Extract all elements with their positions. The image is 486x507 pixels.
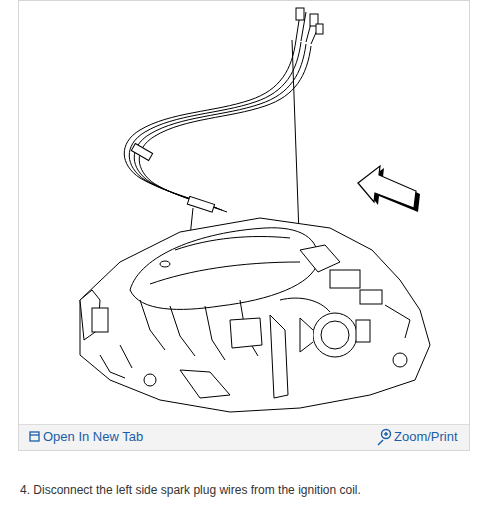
toolbar-link: Zoom/Print (394, 429, 458, 444)
toolbar-link: Open In New Tab (43, 429, 143, 444)
toolbar-border (19, 424, 469, 425)
engine (80, 218, 430, 412)
open-tab-icon (30, 432, 39, 441)
zoom-icon (378, 430, 391, 446)
toolbar (19, 424, 469, 450)
image-panel (19, 1, 470, 451)
caption: 4. Disconnect the left side spark plug w… (20, 483, 361, 497)
front-arrow (358, 166, 420, 212)
label-text: Zoom/Print (394, 429, 458, 444)
spark-plug-wires (124, 8, 323, 212)
caption-text: 4. Disconnect the left side spark plug w… (20, 483, 361, 497)
label-text: Open In New Tab (43, 429, 143, 444)
